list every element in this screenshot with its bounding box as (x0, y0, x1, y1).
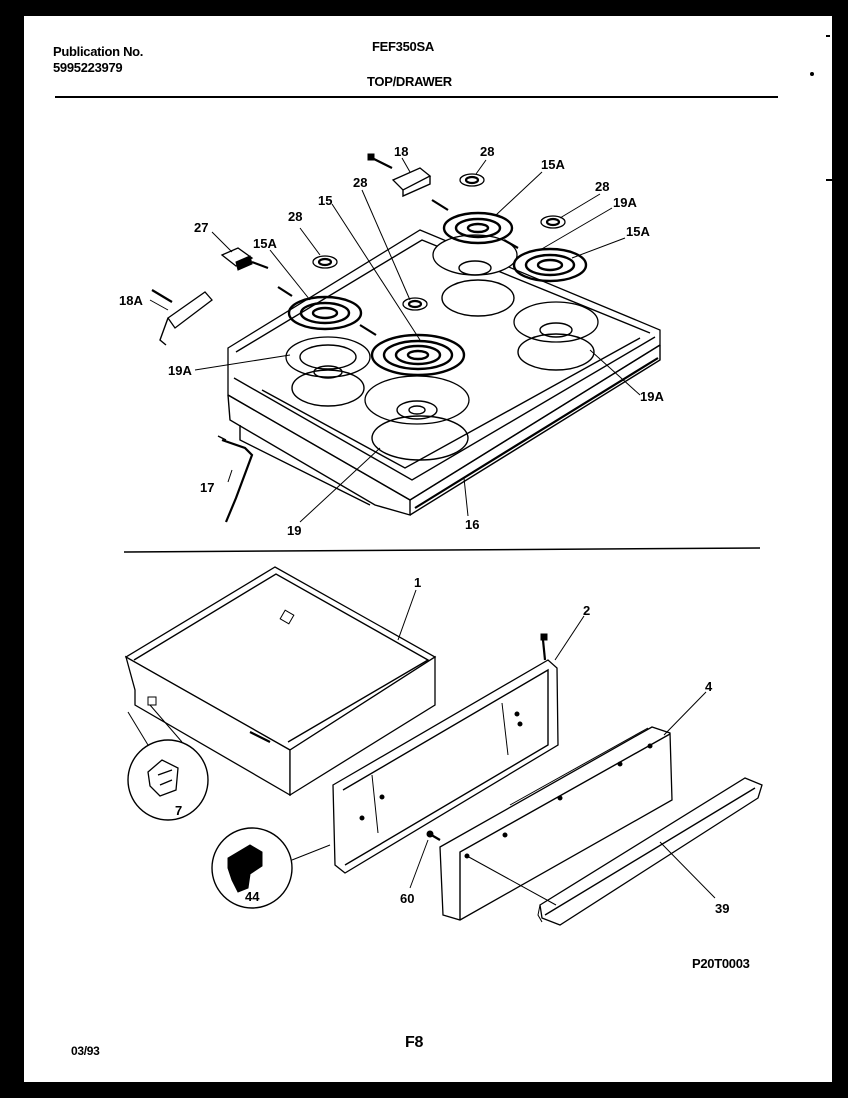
terminal-block-18 (367, 153, 432, 198)
model-number: FEF350SA (372, 39, 434, 54)
figure-code: P20T0003 (692, 956, 750, 971)
drawer-body-1 (124, 566, 437, 797)
callout-18A: 18A (119, 293, 143, 308)
screw-60 (426, 830, 441, 841)
callout-27: 27 (194, 220, 209, 235)
callout-19A: 19A (613, 195, 637, 210)
callout-15: 15 (318, 193, 333, 208)
callout-4: 4 (705, 679, 713, 694)
callout-19: 19 (287, 523, 302, 538)
publication-label: Publication No. (53, 44, 144, 59)
receptacle-27 (220, 247, 269, 271)
support-rod-17 (217, 435, 254, 523)
drip-bowl-right-front (513, 301, 599, 371)
callout-28: 28 (595, 179, 610, 194)
callout-16: 16 (465, 517, 480, 532)
callout-15A: 15A (541, 157, 565, 172)
drip-bowl-left-front (285, 336, 371, 407)
callout-15A: 15A (253, 236, 277, 251)
drip-bowl-center (364, 375, 470, 461)
callout-2: 2 (583, 603, 591, 618)
callout-39: 39 (715, 901, 730, 916)
callout-15A: 15A (626, 224, 650, 239)
callout-7: 7 (175, 803, 183, 818)
callout-19A: 19A (640, 389, 664, 404)
bracket-18A (151, 289, 213, 346)
coil-element-rear (431, 199, 514, 245)
drawer-handle-39 (537, 777, 763, 926)
footer-date: 03/93 (71, 1044, 100, 1058)
drawer-front-panel-2 (332, 633, 559, 874)
drawer-front-4 (439, 726, 673, 921)
page-number: F8 (405, 1034, 424, 1051)
callout-1: 1 (414, 575, 422, 590)
detail-circle-7 (127, 704, 209, 821)
callout-28: 28 (480, 144, 495, 159)
coil-element-right (503, 239, 588, 283)
section-title: TOP/DRAWER (367, 74, 452, 89)
drip-bowl-right-rear (432, 234, 518, 317)
callout-44: 44 (245, 889, 260, 904)
callout-19A: 19A (168, 363, 192, 378)
callout-17: 17 (200, 480, 215, 495)
leader-lines-top (149, 157, 641, 523)
callout-28: 28 (288, 209, 303, 224)
callout-18: 18 (394, 144, 409, 159)
callout-60: 60 (400, 891, 415, 906)
leader-lines-drawer (397, 589, 716, 906)
callout-28: 28 (353, 175, 368, 190)
section-divider (123, 547, 761, 553)
coil-element-center (359, 324, 466, 377)
publication-number: 5995223979 (53, 60, 123, 75)
trim-rings (312, 173, 566, 311)
detail-circle-44 (211, 827, 331, 909)
coil-element-left (277, 286, 363, 331)
